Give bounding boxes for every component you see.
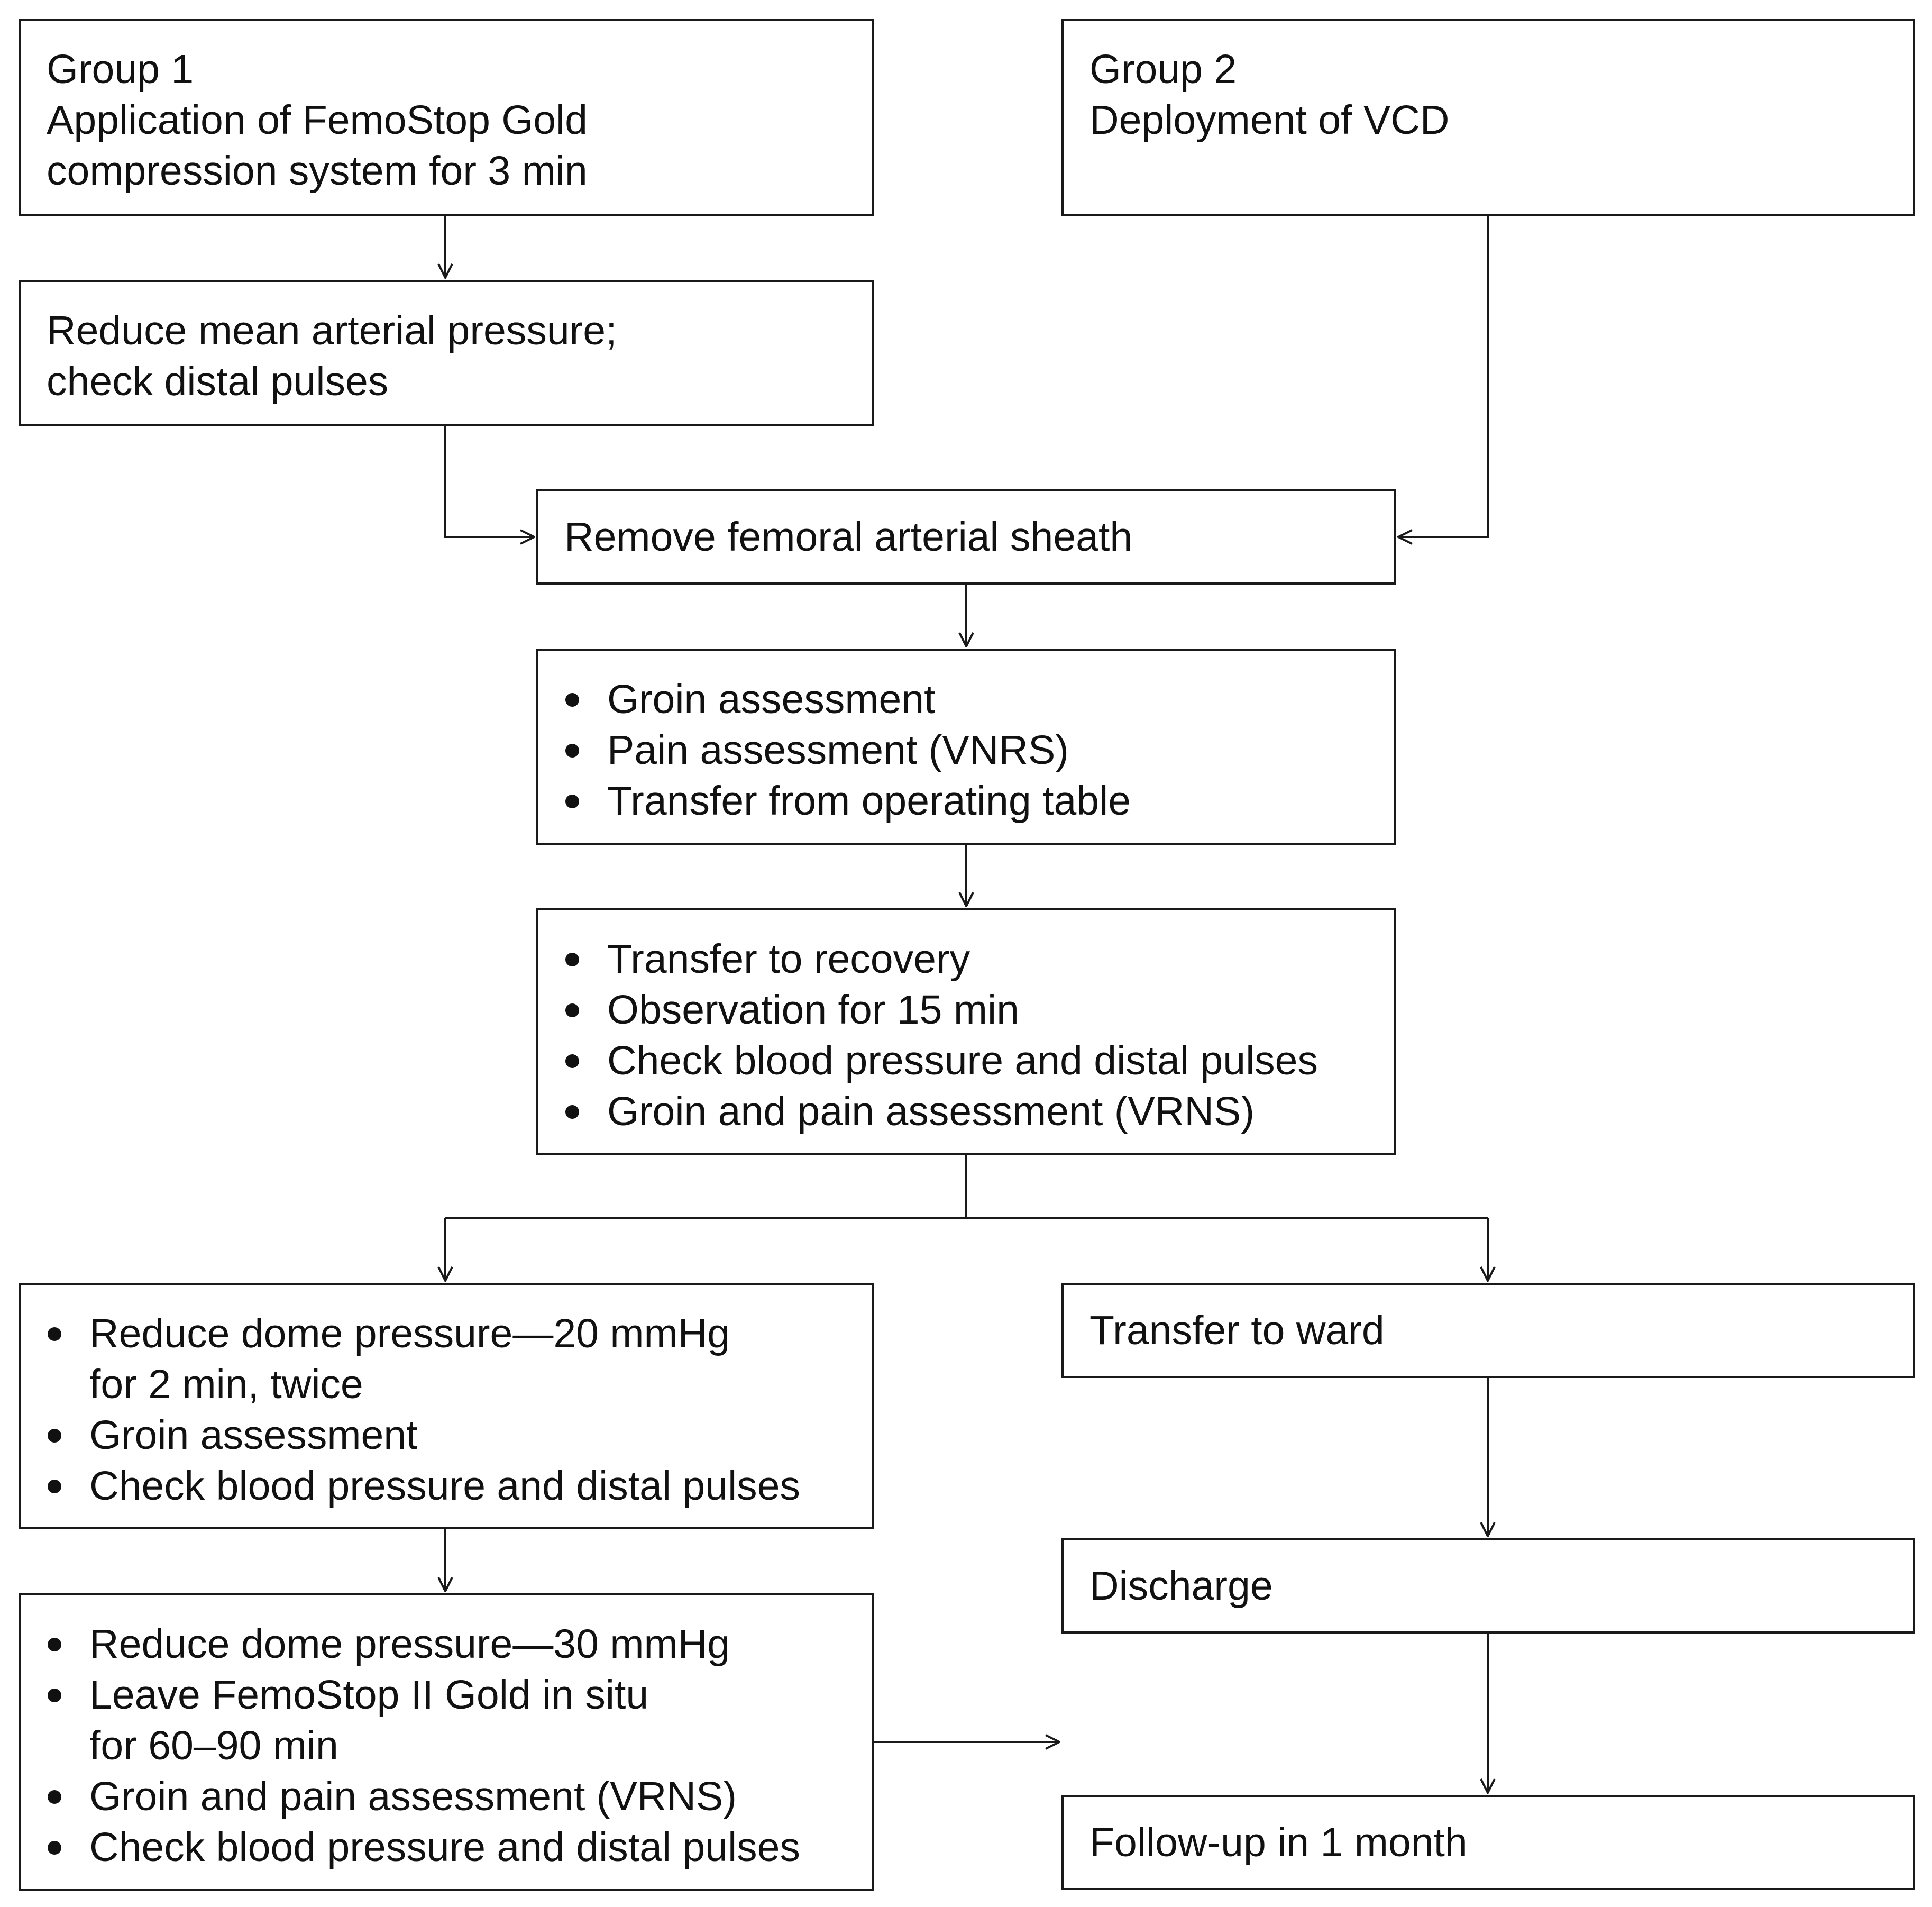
dome-20-list: Reduce dome pressure—20 mmHg for 2 min, … bbox=[47, 1308, 861, 1511]
list-item: Reduce dome pressure—30 mmHg bbox=[47, 1619, 861, 1669]
group1-line: Group 1 bbox=[47, 47, 194, 92]
list-item: Observation for 15 min bbox=[564, 984, 1384, 1035]
list-item: Transfer to recovery bbox=[564, 934, 1384, 984]
remove-sheath-text: Remove femoral arterial sheath bbox=[564, 514, 1133, 560]
list-item: Groin assessment bbox=[564, 674, 1384, 725]
dome-20-box: Reduce dome pressure—20 mmHg for 2 min, … bbox=[19, 1283, 874, 1529]
followup-text: Follow-up in 1 month bbox=[1089, 1820, 1468, 1865]
discharge-box: Discharge bbox=[1061, 1538, 1915, 1634]
group1-box: Group 1 Application of FemoStop Gold com… bbox=[19, 19, 874, 216]
reduce-map-box: Reduce mean arterial pressure; check dis… bbox=[19, 280, 874, 426]
recovery-box: Transfer to recovery Observation for 15 … bbox=[536, 908, 1396, 1155]
ward-text: Transfer to ward bbox=[1089, 1308, 1385, 1353]
arrow-reduce-map-to-remove-sheath bbox=[444, 426, 534, 537]
list-item: Groin and pain assessment (VRNS) bbox=[564, 1086, 1384, 1137]
group2-text: Group 2 Deployment of VCD bbox=[1089, 44, 1902, 145]
group2-line: Group 2 bbox=[1089, 47, 1237, 92]
reduce-map-line: check distal pulses bbox=[47, 359, 389, 404]
followup-box: Follow-up in 1 month bbox=[1061, 1795, 1915, 1890]
list-item: Leave FemoStop II Gold in situ for 60–90… bbox=[47, 1669, 861, 1771]
reduce-map-line: Reduce mean arterial pressure; bbox=[47, 308, 617, 353]
list-item: Check blood pressure and distal pulses bbox=[47, 1822, 861, 1873]
dome-30-box: Reduce dome pressure—30 mmHg Leave FemoS… bbox=[19, 1593, 874, 1891]
discharge-text: Discharge bbox=[1089, 1563, 1273, 1609]
group2-box: Group 2 Deployment of VCD bbox=[1061, 19, 1915, 216]
list-item: Reduce dome pressure—20 mmHg for 2 min, … bbox=[47, 1308, 861, 1410]
groin-pain-transfer-box: Groin assessment Pain assessment (VNRS) … bbox=[536, 649, 1396, 845]
dome-30-list: Reduce dome pressure—30 mmHg Leave FemoS… bbox=[47, 1619, 861, 1873]
list-item: Groin assessment bbox=[47, 1410, 861, 1461]
group1-line: Application of FemoStop Gold bbox=[47, 97, 588, 143]
ward-box: Transfer to ward bbox=[1061, 1283, 1915, 1378]
remove-sheath-box: Remove femoral arterial sheath bbox=[536, 489, 1396, 585]
group1-text: Group 1 Application of FemoStop Gold com… bbox=[47, 44, 861, 196]
groin-pain-transfer-list: Groin assessment Pain assessment (VNRS) … bbox=[564, 674, 1384, 826]
list-item: Transfer from operating table bbox=[564, 775, 1384, 826]
reduce-map-text: Reduce mean arterial pressure; check dis… bbox=[47, 305, 861, 407]
list-item: Pain assessment (VNRS) bbox=[564, 725, 1384, 775]
list-item: Check blood pressure and distal pulses bbox=[47, 1461, 861, 1511]
list-item: Check blood pressure and distal pulses bbox=[564, 1035, 1384, 1086]
list-item: Groin and pain assessment (VRNS) bbox=[47, 1771, 861, 1822]
arrow-group2-to-remove-sheath bbox=[1398, 216, 1489, 537]
group1-line: compression system for 3 min bbox=[47, 148, 588, 194]
group2-line: Deployment of VCD bbox=[1089, 97, 1450, 143]
recovery-list: Transfer to recovery Observation for 15 … bbox=[564, 934, 1384, 1137]
